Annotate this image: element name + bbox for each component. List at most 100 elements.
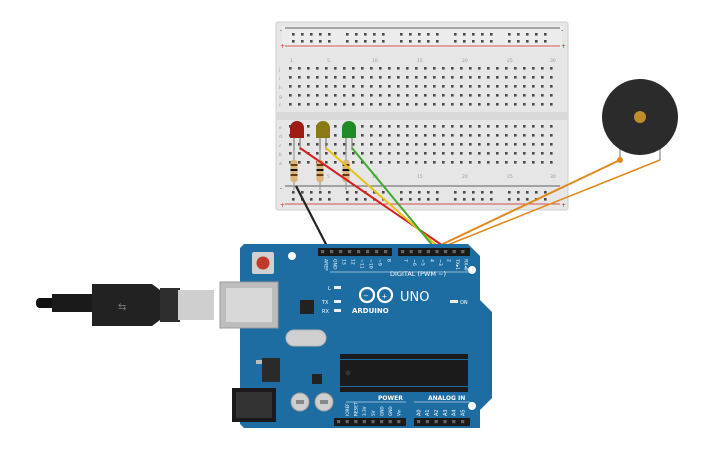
rail-hole[interactable] (463, 40, 466, 43)
digital-header-pins[interactable] (321, 250, 465, 254)
breadboard-hole[interactable] (379, 94, 382, 97)
breadboard-hole[interactable] (469, 134, 472, 137)
rail-hole[interactable] (355, 40, 358, 43)
breadboard-hole[interactable] (424, 143, 427, 146)
breadboard-hole[interactable] (541, 76, 544, 79)
rail-hole[interactable] (481, 198, 484, 201)
breadboard-hole[interactable] (523, 103, 526, 106)
breadboard-hole[interactable] (550, 152, 553, 155)
breadboard-hole[interactable] (541, 143, 544, 146)
breadboard-hole[interactable] (325, 94, 328, 97)
breadboard-hole[interactable] (415, 85, 418, 88)
led-green[interactable] (342, 121, 356, 150)
breadboard-hole[interactable] (505, 143, 508, 146)
breadboard-hole[interactable] (352, 94, 355, 97)
wire-green-led[interactable] (351, 147, 439, 253)
breadboard-hole[interactable] (388, 76, 391, 79)
breadboard-hole[interactable] (487, 103, 490, 106)
breadboard-hole[interactable] (361, 134, 364, 137)
rail-hole[interactable] (346, 33, 349, 36)
breadboard-hole[interactable] (469, 125, 472, 128)
breadboard-hole[interactable] (388, 152, 391, 155)
breadboard-hole[interactable] (298, 152, 301, 155)
rail-hole[interactable] (508, 33, 511, 36)
rail-hole[interactable] (355, 33, 358, 36)
rail-hole[interactable] (319, 40, 322, 43)
breadboard-hole[interactable] (433, 85, 436, 88)
breadboard-hole[interactable] (424, 85, 427, 88)
breadboard-hole[interactable] (460, 67, 463, 70)
breadboard-hole[interactable] (289, 161, 292, 164)
rail-hole[interactable] (355, 191, 358, 194)
rail-hole[interactable] (463, 191, 466, 194)
power-pin-hole[interactable] (388, 420, 392, 424)
breadboard-hole[interactable] (334, 152, 337, 155)
breadboard-hole[interactable] (487, 161, 490, 164)
wire-ground[interactable] (295, 185, 331, 253)
digital-pin-hole[interactable] (461, 250, 465, 254)
breadboard-hole[interactable] (415, 143, 418, 146)
rail-hole[interactable] (301, 33, 304, 36)
breadboard-hole[interactable] (478, 76, 481, 79)
rail-hole[interactable] (382, 33, 385, 36)
breadboard-hole[interactable] (550, 94, 553, 97)
rail-hole[interactable] (400, 198, 403, 201)
breadboard-hole[interactable] (415, 161, 418, 164)
breadboard-hole[interactable] (361, 85, 364, 88)
breadboard-hole[interactable] (469, 67, 472, 70)
breadboard-hole[interactable] (343, 143, 346, 146)
breadboard-hole[interactable] (469, 94, 472, 97)
breadboard-hole[interactable] (307, 76, 310, 79)
breadboard-hole[interactable] (541, 134, 544, 137)
breadboard-hole[interactable] (496, 152, 499, 155)
breadboard-hole[interactable] (406, 125, 409, 128)
breadboard-hole[interactable] (370, 161, 373, 164)
breadboard-hole[interactable] (370, 85, 373, 88)
breadboard-hole[interactable] (460, 143, 463, 146)
analog-header[interactable] (414, 418, 470, 426)
breadboard-hole[interactable] (541, 125, 544, 128)
rail-hole[interactable] (472, 33, 475, 36)
breadboard-hole[interactable] (334, 125, 337, 128)
breadboard-hole[interactable] (307, 67, 310, 70)
breadboard-hole[interactable] (370, 103, 373, 106)
breadboard-hole[interactable] (316, 85, 319, 88)
led-red[interactable] (290, 121, 304, 150)
breadboard-hole[interactable] (514, 125, 517, 128)
breadboard-hole[interactable] (460, 134, 463, 137)
digital-pin-hole[interactable] (357, 250, 361, 254)
rail-hole[interactable] (346, 191, 349, 194)
breadboard-hole[interactable] (406, 134, 409, 137)
breadboard-hole[interactable] (523, 94, 526, 97)
rail-hole[interactable] (310, 33, 313, 36)
breadboard-hole[interactable] (433, 152, 436, 155)
breadboard-hole[interactable] (541, 152, 544, 155)
rail-hole[interactable] (526, 198, 529, 201)
breadboard-hole[interactable] (523, 67, 526, 70)
rail-hole[interactable] (508, 191, 511, 194)
breadboard-hole[interactable] (451, 76, 454, 79)
wire-buzzer-signal[interactable] (425, 159, 621, 253)
breadboard-hole[interactable] (289, 152, 292, 155)
breadboard-hole[interactable] (415, 103, 418, 106)
rail-hole[interactable] (328, 191, 331, 194)
breadboard-hole[interactable] (550, 76, 553, 79)
breadboard-hole[interactable] (388, 94, 391, 97)
rail-hole[interactable] (301, 40, 304, 43)
reset-button[interactable] (256, 256, 270, 270)
rail-hole[interactable] (373, 33, 376, 36)
power-pin-hole[interactable] (362, 420, 366, 424)
breadboard-hole[interactable] (415, 134, 418, 137)
breadboard-hole[interactable] (487, 134, 490, 137)
rail-hole[interactable] (454, 191, 457, 194)
digital-header-left[interactable] (318, 248, 392, 256)
rail-hole[interactable] (472, 40, 475, 43)
breadboard-hole[interactable] (460, 103, 463, 106)
breadboard-hole[interactable] (487, 152, 490, 155)
rail-hole[interactable] (517, 40, 520, 43)
breadboard-hole[interactable] (325, 161, 328, 164)
breadboard-hole[interactable] (550, 161, 553, 164)
breadboard-hole[interactable] (523, 134, 526, 137)
power-pin-hole[interactable] (337, 420, 341, 424)
breadboard-hole[interactable] (379, 152, 382, 155)
